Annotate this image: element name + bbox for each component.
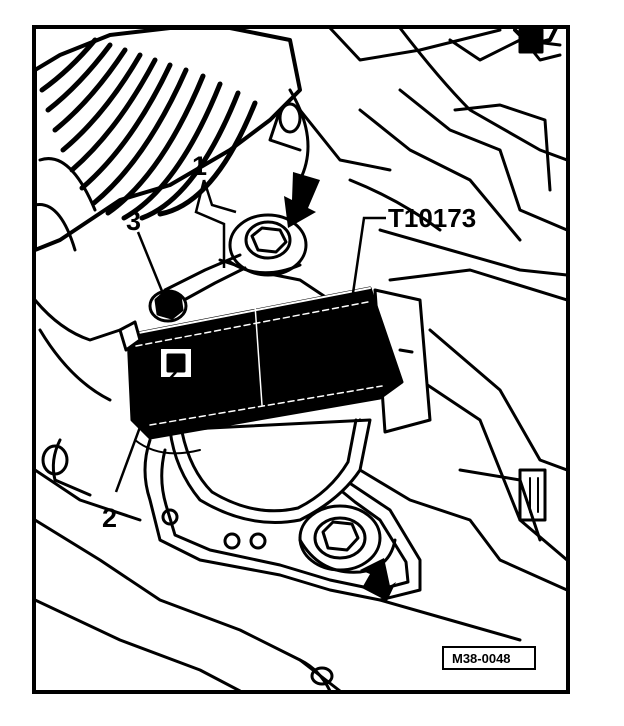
reference-code: M38-0048 [452, 651, 511, 666]
leader-line-1 [194, 179, 226, 268]
rubber-boot [35, 28, 302, 252]
arrow-lower-bolt [360, 558, 396, 601]
lower-bolt [298, 504, 397, 574]
callout-3: 3 [126, 206, 141, 236]
reference-code-box [442, 646, 536, 670]
gearbox-housing [35, 28, 567, 691]
leader-line-2 [114, 371, 177, 493]
leader-line-tool [350, 216, 386, 301]
leader-line-3 [136, 231, 166, 297]
upper-bolt [228, 213, 308, 277]
arrow-upper-bolt [284, 172, 320, 228]
leader-line-1b [202, 179, 237, 214]
callout-1: 1 [192, 151, 207, 181]
special-tool-t10173 [118, 286, 432, 455]
callout-2: 2 [102, 503, 117, 533]
tool-label: T10173 [388, 203, 476, 233]
nut-item-3 [148, 253, 247, 323]
